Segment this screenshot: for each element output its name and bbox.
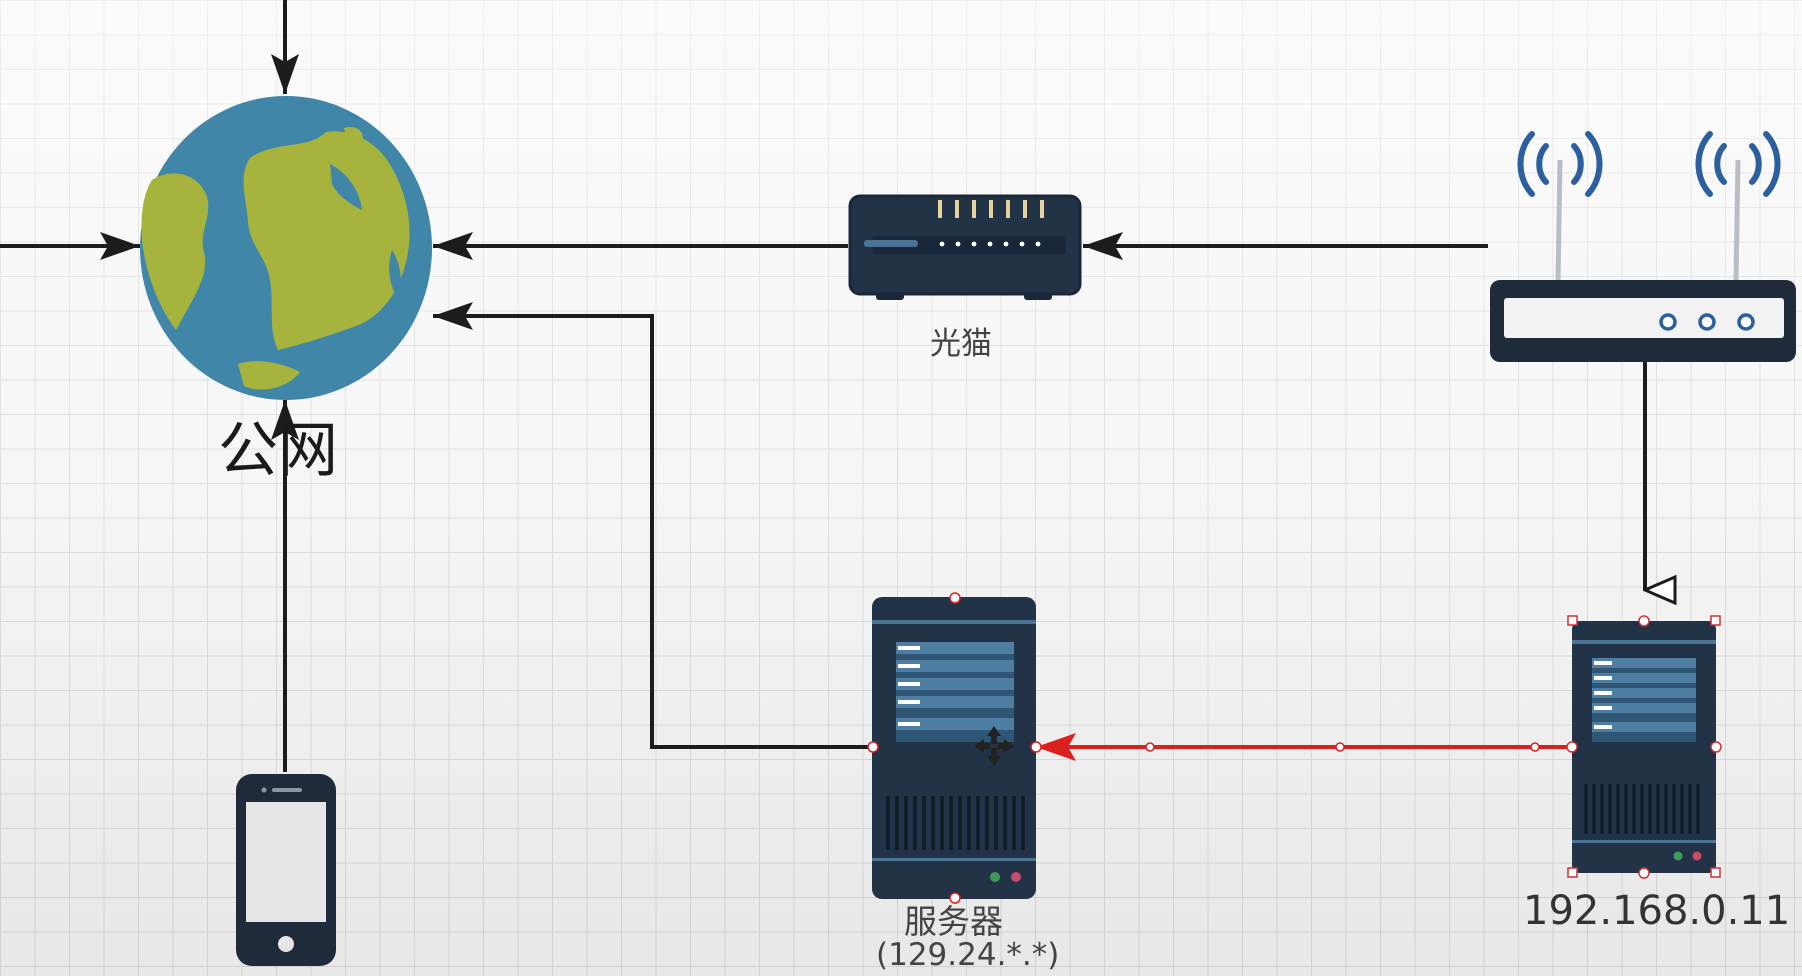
modem-label: 光猫 (930, 326, 992, 362)
modem-node[interactable] (848, 194, 1082, 300)
connection-points[interactable] (867, 592, 1042, 904)
wifi-router-icon (1490, 131, 1796, 362)
optical-modem-icon (848, 194, 1082, 300)
internet-label: 公网 (218, 416, 338, 486)
globe-icon (140, 96, 432, 400)
internet-node[interactable] (140, 96, 432, 400)
router-node[interactable] (1490, 131, 1796, 362)
smartphone-icon (236, 774, 336, 966)
server-icon (872, 597, 1036, 899)
server-node[interactable] (867, 592, 1042, 904)
server-label: 服务器 (904, 902, 1003, 941)
edge-waypoint-handles[interactable] (1145, 742, 1540, 752)
edges (0, 0, 1645, 772)
selection-handles[interactable] (1566, 615, 1722, 879)
edge-server-to-internet[interactable] (433, 302, 872, 749)
phone-node[interactable] (236, 774, 336, 966)
local-server-node[interactable] (1566, 615, 1722, 879)
server-icon (1572, 621, 1716, 873)
move-cursor-icon (974, 726, 1014, 766)
server-ip-label: (129.24.*.*) (876, 937, 1060, 973)
local-server-ip-label: 192.168.0.11 (1523, 888, 1791, 934)
